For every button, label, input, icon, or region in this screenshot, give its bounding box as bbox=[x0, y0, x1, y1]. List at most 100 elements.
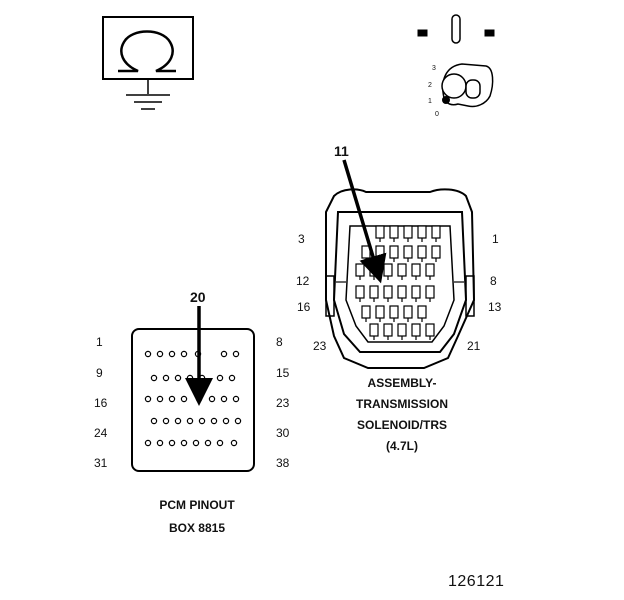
pcm-pin-hole bbox=[180, 395, 188, 403]
pcm-pin-hole bbox=[150, 374, 158, 382]
pcm-row-label-right: 23 bbox=[276, 396, 290, 410]
tsa-pin-label: 13 bbox=[488, 300, 502, 314]
pcm-pin-hole bbox=[162, 417, 170, 425]
tsa-title-line: TRANSMISSION bbox=[355, 397, 448, 411]
tsa-pin-cavity bbox=[375, 305, 385, 319]
tsa-pin-cavity bbox=[397, 285, 407, 299]
tsa-pin-cavity bbox=[369, 285, 379, 299]
callout-label-pin-11: 11 bbox=[334, 143, 349, 159]
pcm-pin-hole bbox=[220, 395, 228, 403]
tsa-connector-body bbox=[325, 188, 476, 369]
pcm-row-label-left: 31 bbox=[94, 456, 108, 470]
pcm-pin-hole bbox=[186, 374, 194, 382]
pcm-pin-hole bbox=[192, 439, 200, 447]
tsa-pin-cavity bbox=[355, 285, 365, 299]
tsa-pin-label: 23 bbox=[313, 339, 327, 353]
pcm-pin-hole bbox=[208, 395, 216, 403]
pcm-row-label-left: 9 bbox=[96, 366, 103, 380]
tsa-pin-cavity bbox=[431, 225, 441, 239]
pcm-pin-hole bbox=[156, 439, 164, 447]
tsa-pin-cavity bbox=[383, 323, 393, 337]
tsa-pin-label: 8 bbox=[490, 274, 497, 288]
pcm-pin-hole bbox=[232, 350, 240, 358]
pcm-pin-hole bbox=[232, 395, 240, 403]
pcm-pin-hole bbox=[234, 417, 242, 425]
pcm-pin-hole bbox=[156, 350, 164, 358]
tsa-pin-cavity bbox=[383, 285, 393, 299]
tsa-pin-label: 16 bbox=[297, 300, 311, 314]
pcm-pin-hole bbox=[162, 374, 170, 382]
ohmmeter-ground-icon bbox=[102, 16, 194, 110]
pcm-pinout-title: PCM PINOUT bbox=[159, 498, 235, 512]
pcm-pin-hole bbox=[210, 417, 218, 425]
tsa-pin-cavity bbox=[389, 225, 399, 239]
pcm-pin-hole bbox=[180, 439, 188, 447]
tsa-pin-label: 3 bbox=[298, 232, 305, 246]
pcm-connector-body bbox=[131, 328, 255, 472]
tsa-pin-cavity bbox=[397, 263, 407, 277]
pcm-pin-hole bbox=[204, 439, 212, 447]
pcm-pin-hole bbox=[222, 417, 230, 425]
pcm-row-label-left: 16 bbox=[94, 396, 108, 410]
ignition-position-label: 2 bbox=[428, 82, 432, 89]
pcm-pin-hole bbox=[168, 439, 176, 447]
tsa-pin-cavity bbox=[425, 285, 435, 299]
pcm-pin-hole bbox=[195, 395, 203, 403]
pcm-pin-hole bbox=[174, 374, 182, 382]
tsa-pin-label: 21 bbox=[467, 339, 481, 353]
tsa-pin-cavity bbox=[417, 245, 427, 259]
tsa-title-line: ASSEMBLY- bbox=[367, 376, 437, 390]
tsa-pin-cavity bbox=[369, 323, 379, 337]
pcm-row-label-right: 30 bbox=[276, 426, 290, 440]
tsa-pin-cavity bbox=[417, 305, 427, 319]
pcm-pin-hole bbox=[144, 439, 152, 447]
tsa-pin-cavity bbox=[355, 263, 365, 277]
pcm-pin-hole bbox=[168, 350, 176, 358]
tsa-pin-cavity bbox=[375, 245, 385, 259]
tsa-pin-cavity bbox=[411, 263, 421, 277]
pcm-pin-hole bbox=[180, 350, 188, 358]
pcm-pin-hole bbox=[144, 350, 152, 358]
tsa-pin-cavity bbox=[425, 323, 435, 337]
pcm-pin-hole bbox=[228, 374, 236, 382]
pcm-box-label: BOX 8815 bbox=[168, 521, 226, 535]
tsa-pin-label: 1 bbox=[492, 232, 499, 246]
pcm-pin-hole bbox=[198, 417, 206, 425]
ignition-position-label: 3 bbox=[432, 65, 436, 72]
tsa-title-line: SOLENOID/TRS bbox=[356, 418, 447, 432]
pcm-row-label-right: 8 bbox=[276, 335, 283, 349]
tsa-pin-cavity bbox=[431, 245, 441, 259]
tsa-title-line: (4.7L) bbox=[385, 439, 418, 453]
pcm-row-label-left: 24 bbox=[94, 426, 108, 440]
figure-number: 126121 bbox=[448, 573, 505, 590]
tsa-pin-label: 12 bbox=[296, 274, 310, 288]
tsa-pin-cavity bbox=[411, 285, 421, 299]
pcm-pin-hole bbox=[220, 350, 228, 358]
ignition-position-label: 0 bbox=[435, 111, 439, 118]
pcm-pin-hole bbox=[144, 395, 152, 403]
tsa-pin-cavity bbox=[389, 305, 399, 319]
pcm-pin-hole bbox=[230, 439, 238, 447]
tsa-pin-cavity bbox=[397, 323, 407, 337]
tsa-pin-cavity bbox=[411, 323, 421, 337]
pcm-pin-hole bbox=[168, 395, 176, 403]
tsa-pin-cavity bbox=[403, 305, 413, 319]
tsa-pin-cavity bbox=[403, 225, 413, 239]
pcm-pin-hole bbox=[174, 417, 182, 425]
callout-arrow-pin-11 bbox=[342, 159, 387, 284]
pcm-row-label-right: 38 bbox=[276, 456, 290, 470]
pcm-pin-hole bbox=[156, 395, 164, 403]
pcm-row-label-left: 1 bbox=[96, 335, 103, 349]
ignition-key-icon bbox=[417, 14, 495, 108]
tsa-pin-cavity bbox=[417, 225, 427, 239]
tsa-pin-cavity bbox=[389, 245, 399, 259]
tsa-pin-cavity bbox=[361, 305, 371, 319]
ignition-position-label: 1 bbox=[428, 98, 432, 105]
callout-label-pin-20: 20 bbox=[190, 289, 206, 305]
tsa-pin-cavity bbox=[383, 263, 393, 277]
pcm-pin-hole bbox=[216, 439, 224, 447]
pcm-pin-holes bbox=[144, 350, 242, 447]
tsa-pin-cavity bbox=[425, 263, 435, 277]
pcm-pin-hole bbox=[186, 417, 194, 425]
